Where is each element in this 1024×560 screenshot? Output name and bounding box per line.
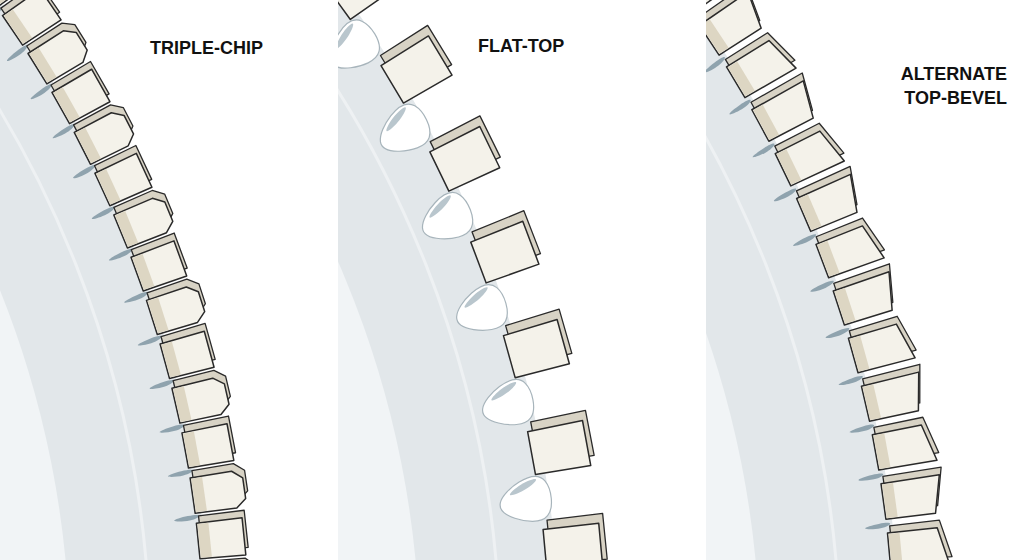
gullet [150, 380, 174, 389]
gullet [7, 45, 27, 61]
gullet [810, 281, 833, 292]
tooth-braze [728, 61, 755, 96]
tooth-braze [882, 483, 898, 518]
gullet [138, 336, 162, 346]
saw-tooth [833, 272, 892, 325]
gullet [457, 285, 508, 331]
tooth-braze [197, 523, 211, 558]
gullet [774, 188, 796, 201]
tooth-type-label: ALTERNATE TOP-BEVEL [887, 62, 1007, 110]
tooth-side [203, 558, 257, 560]
saw-tooth [528, 421, 591, 475]
gullet-shadow [510, 479, 536, 495]
blade-ring [706, 0, 840, 560]
tooth-type-label: TRIPLE-CHIP [150, 36, 263, 60]
blade-ring [338, 0, 500, 560]
gullet [168, 470, 193, 477]
tooth-braze [850, 336, 870, 372]
saw-tooth [338, 0, 396, 19]
tooth-braze [4, 9, 32, 43]
gullet-shadow [465, 287, 488, 307]
saw-tooth [503, 320, 569, 378]
tooth-braze [777, 149, 802, 184]
tooth-braze [29, 48, 56, 83]
gullet [865, 523, 890, 529]
tooth-braze [798, 195, 822, 231]
saw-blade [0, 0, 257, 560]
tooth-braze [874, 433, 891, 468]
saw-tooth [182, 424, 234, 468]
tooth-braze [161, 342, 181, 378]
gullet [483, 379, 534, 424]
gullet [850, 425, 874, 433]
gullet-shadow [491, 382, 516, 400]
blade-body [338, 0, 560, 560]
gullet [109, 249, 132, 261]
gullet [174, 515, 199, 522]
gullet [753, 144, 775, 158]
saw-tooth [861, 372, 918, 421]
gullet [0, 7, 2, 24]
gullet [31, 84, 52, 99]
gullet-shadow [429, 195, 450, 217]
tooth-braze [889, 533, 903, 560]
gullet [858, 474, 883, 481]
saw-tooth [543, 523, 603, 560]
saw-tooth [381, 36, 452, 103]
gullet [338, 20, 379, 68]
saw-tooth [471, 221, 539, 283]
tooth-braze [173, 386, 191, 422]
tooth-braze [835, 288, 856, 324]
saw-tooth [196, 518, 245, 559]
saw-tooth [872, 425, 937, 470]
saw-tooth [881, 475, 939, 519]
saw-tooth [887, 528, 949, 560]
gullet [826, 328, 850, 338]
tooth-braze [817, 241, 839, 277]
saw-tooth [797, 174, 857, 231]
gullet [793, 234, 816, 246]
tooth-braze [148, 298, 169, 334]
tooth-braze [191, 477, 207, 512]
gullet [53, 124, 75, 138]
tooth-braze [115, 211, 138, 247]
gullet [73, 165, 95, 178]
tooth-braze [183, 431, 200, 466]
saw-tooth [848, 324, 915, 373]
gullet [706, 57, 725, 72]
tooth-braze [132, 254, 154, 290]
gullet [422, 193, 472, 239]
tooth-type-label: FLAT-TOP [478, 34, 564, 58]
gullet [500, 476, 551, 521]
tooth-braze [76, 128, 101, 163]
saw-tooth [172, 378, 229, 423]
tooth-braze [53, 87, 79, 122]
tooth-braze [96, 169, 120, 204]
gullet [380, 104, 430, 151]
blade-body [706, 0, 900, 560]
gullet [160, 425, 184, 433]
tooth-braze [706, 19, 729, 53]
blade-ring [0, 0, 150, 560]
gullet [124, 292, 147, 303]
saw-tooth [160, 331, 214, 378]
saw-tooth [430, 127, 500, 192]
saw-tooth [190, 471, 246, 513]
gullet [839, 376, 863, 385]
gullet-shadow [338, 23, 353, 49]
blade-body [0, 0, 210, 560]
gullet [92, 207, 115, 219]
tooth-braze [753, 105, 779, 140]
saw-blade [338, 0, 607, 560]
gullet [729, 100, 750, 115]
gullet-shadow [386, 107, 405, 131]
tooth-braze [863, 384, 881, 420]
